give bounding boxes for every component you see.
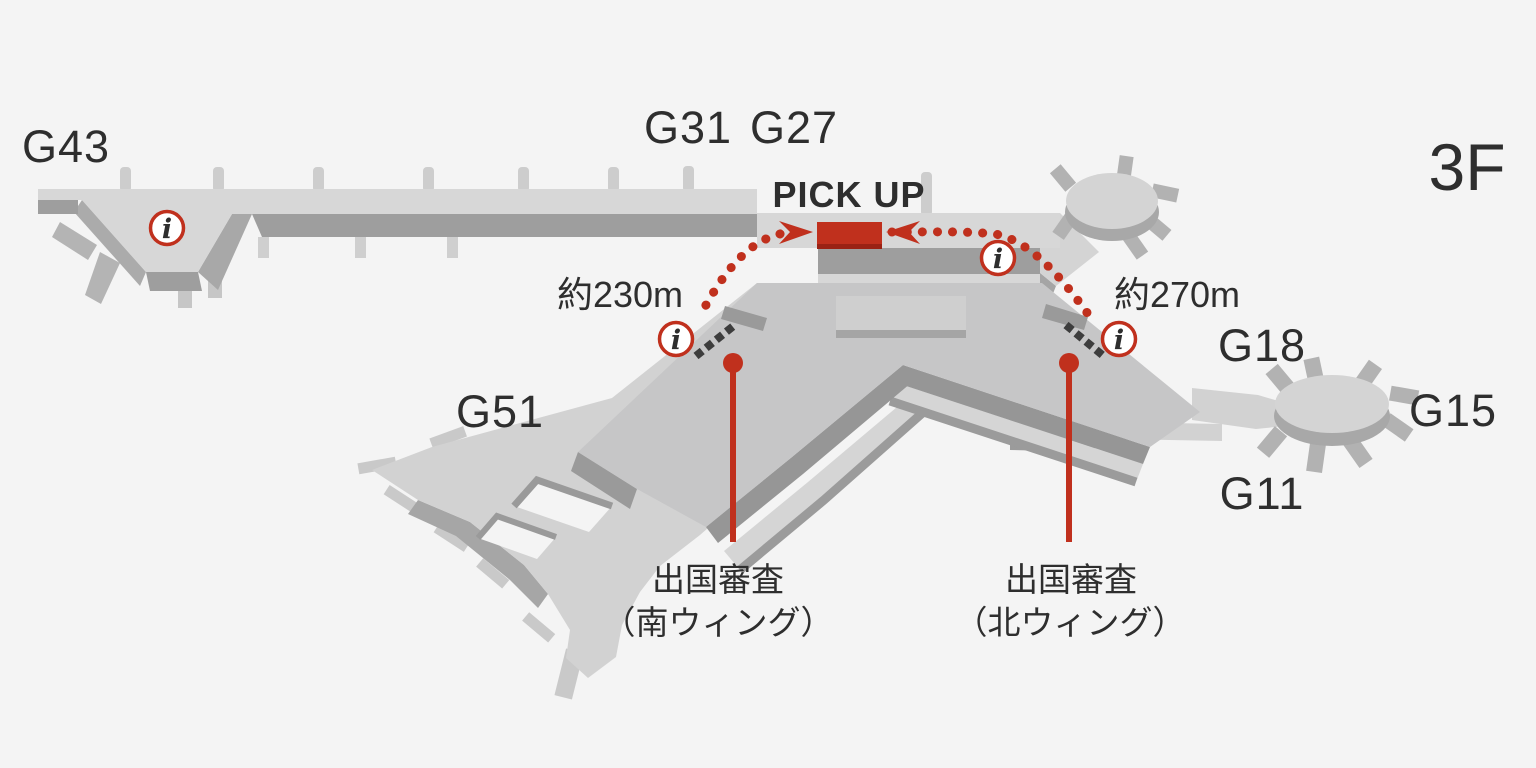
gate-label-g43: G43 [22,121,110,172]
north-pier [38,166,932,308]
pickup-deck-ledge [818,274,1040,283]
checkpoint-wall [721,306,767,331]
info-icon-glyph: i [671,325,681,356]
info-icon-circle [1100,320,1138,358]
info-icon-circle [979,239,1017,277]
info-icon: i [657,320,695,358]
info-icon: i [979,239,1017,277]
pickup-box [817,222,882,244]
south-wing-wall [475,512,558,540]
gate-label-g11: G11 [1220,468,1305,519]
north-pier-front-face [252,214,757,237]
immigration-label-south-line1: 出国審査 [652,561,784,598]
jet-bridge-stub [313,167,324,192]
arrow-left-icon [886,221,920,244]
gate-label-g51: G51 [456,386,544,437]
immigration-label-north-line1: 出国審査 [1005,561,1137,598]
concourse-ledge-front [888,396,1138,487]
arrow-right-icon [779,221,813,244]
gate-spoke [1388,385,1420,406]
satellite-hub-northeast [1049,155,1180,260]
concourse-front-face [897,365,1150,464]
jet-bridge-stub [85,252,120,304]
gate-spoke [1306,443,1326,473]
south-wing-front-face [408,500,548,608]
pickup-box-front [817,243,882,249]
info-icon-glyph: i [162,214,172,245]
hub-neck [1192,388,1285,429]
north-pier-jet-bridges [120,166,932,216]
gate-spoke [1049,164,1077,192]
security-checkpoint-north [1063,321,1109,362]
jet-bridge-stub-g31 [683,166,694,192]
checkpoint-marker-south [723,353,743,373]
concourse-ledge [890,383,1143,482]
gate-spoke [1256,426,1288,458]
security-checkpoint-south [693,320,739,360]
pickup-label: PICK UP [772,174,925,215]
checkpoint-marker-north [1059,353,1079,373]
info-icon-glyph: i [993,244,1003,275]
jet-bridge-stub [476,558,510,589]
gate-label-g15: G15 [1409,385,1497,436]
info-icon-circle [657,320,695,358]
south-wing-wall [511,475,614,510]
info-icon-glyph: i [1114,325,1124,356]
jet-bridge-stub [433,523,470,552]
jet-bridge-stub [423,167,434,192]
south-wing-courtyard [478,516,556,559]
distance-label-north: 約270m [1114,274,1240,315]
map-labels: G43 G31 G27 G51 G18 G15 G11 3F PICK UP 約… [22,102,1506,641]
jet-bridge-stub [258,237,269,258]
hub-top [1066,173,1158,229]
route-north-dotted-path [887,227,1093,319]
distance-label-south: 約230m [557,274,683,315]
north-pier-front-face [146,272,202,291]
jet-bridge-stub [608,167,619,192]
route-overlay: i i i i [148,209,1138,542]
jet-bridge-stub [518,167,529,192]
info-icon: i [148,209,186,247]
info-icon-circle [148,209,186,247]
satellite-hub-southeast [1256,356,1420,473]
jet-bridge-stub [522,612,556,643]
immigration-label-south-line2: （南ウィング） [603,604,834,641]
gate-spoke [1150,183,1180,203]
north-pier-top-face [38,189,757,272]
gate-spoke [1381,413,1414,442]
jet-bridge-stub [120,167,131,192]
north-pier-front-face [38,200,78,214]
concourse-ledge [724,391,928,570]
jet-bridge-stub [355,237,366,258]
jet-bridge-stub [383,485,420,514]
gate-label-g31: G31 [644,102,732,153]
route-south-dotted-path [694,227,800,323]
jet-bridge-stub [52,222,97,260]
info-icon: i [1100,320,1138,358]
jet-bridge-stub [429,426,467,449]
concourse-front-face [571,452,637,509]
concourse-inner-block [836,296,966,330]
concourse-ledge-front [737,404,931,574]
north-pier-front-face [74,200,146,286]
jet-bridge-stub [357,456,397,475]
checkpoint-wall [1042,304,1088,330]
hub-top [1275,375,1389,433]
jet-bridge-stub [447,237,458,258]
jet-bridge-stub-g27 [921,172,932,216]
south-wing-courtyard [514,480,612,532]
north-pier-front-face [198,214,252,290]
concourse-inner-block-front [836,330,966,338]
concourse-front-face [706,365,911,543]
gate-label-g27: G27 [750,102,838,153]
immigration-label-north-line2: （北ウィング） [955,604,1186,641]
gate-label-g18: G18 [1218,320,1306,371]
floor-label: 3F [1428,130,1505,204]
jet-bridge-stub [213,167,224,192]
